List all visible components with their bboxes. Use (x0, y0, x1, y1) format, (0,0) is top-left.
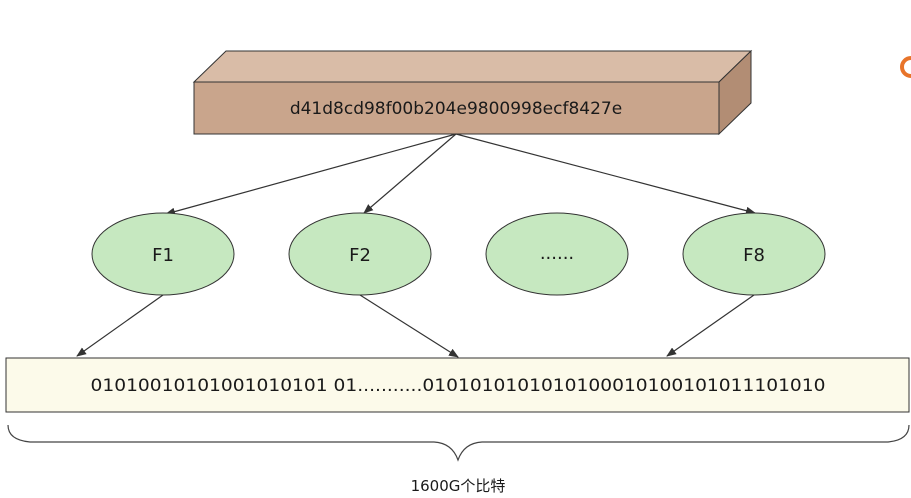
hash-function-node-2: F2 (288, 212, 432, 296)
bit-array: 01010010101001010101 01...........010101… (5, 357, 910, 413)
hash-function-label: F2 (349, 245, 371, 266)
hash-to-function-arrows (165, 133, 756, 216)
hash-value-text: d41d8cd98f00b204e9800998ecf8427e (290, 99, 622, 119)
hash-box-front-face (193, 81, 720, 135)
hash-function-label: ...... (540, 243, 574, 264)
size-caption: 1600G个比特 (411, 477, 506, 495)
hash-function-node-8: F8 (682, 212, 826, 296)
hash-value-box: d41d8cd98f00b204e9800998ecf8427e (192, 49, 753, 136)
function-to-bit-arrows (76, 294, 755, 358)
arrow-f1-to-bits (76, 294, 164, 357)
hash-function-label: F8 (743, 245, 765, 266)
hash-function-label: F1 (152, 245, 174, 266)
hash-box-top-face (192, 50, 753, 83)
bit-array-box (5, 357, 910, 413)
arrow-f2-to-bits (359, 294, 459, 358)
arrow-hash-to-f2 (363, 133, 457, 214)
hash-function-node-ellipsis: ...... (485, 212, 629, 296)
bit-array-text: 01010010101001010101 01...........010101… (91, 376, 826, 396)
arrow-hash-to-f8 (455, 133, 756, 215)
arrow-hash-to-f1 (165, 133, 457, 216)
logo-icon (900, 56, 911, 78)
size-brace (7, 424, 910, 462)
hash-function-ellipse (485, 212, 629, 296)
hash-function-node-1: F1 (91, 212, 235, 296)
arrow-f8-to-bits (666, 294, 755, 357)
